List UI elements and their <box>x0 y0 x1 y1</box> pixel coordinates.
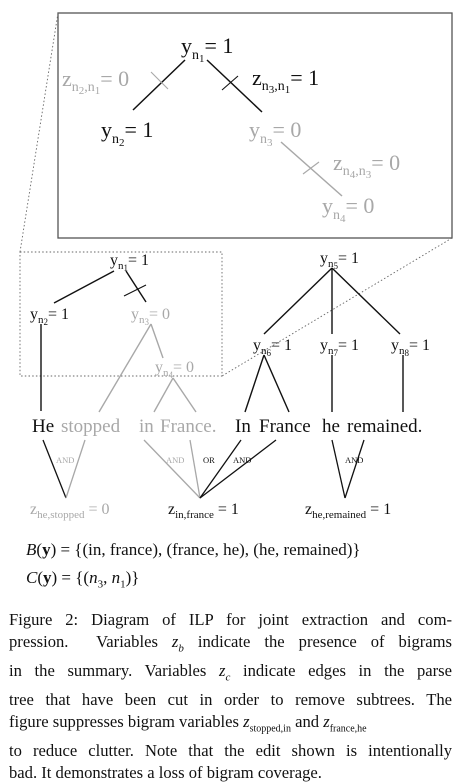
tree1-n2: yn2= 1 <box>30 306 69 327</box>
and-label-4: AND <box>345 455 363 465</box>
zoom-box <box>57 12 453 239</box>
word-remained: remained. <box>347 416 422 437</box>
tree2-root: yn5= 1 <box>320 250 359 271</box>
caption-line-5: figure suppresses bigram variables zstop… <box>9 711 367 735</box>
caption-line-4: tree that have been cut in order to remo… <box>9 690 452 710</box>
word-he: He <box>32 416 54 437</box>
caption-line-2: pression. Variables zb indicate the pres… <box>9 631 452 655</box>
and-label-1: AND <box>56 455 74 465</box>
equation-b: B(y) = {(in, france), (france, he), (he,… <box>26 540 361 559</box>
word-he-2: he <box>322 416 340 437</box>
zoom-leaf: yn4= 0 <box>322 193 374 225</box>
tree1-n4: yn4= 0 <box>155 359 194 380</box>
zoom-edges <box>132 59 343 197</box>
word-france: France. <box>160 416 216 437</box>
caption-line-7: bad. It demonstrates a loss of bigram co… <box>9 762 322 782</box>
zoom-left-child: yn2= 1 <box>101 117 153 149</box>
equation-c: C(y) = {(n3, n1)} <box>26 568 140 591</box>
ilp-diagram: yn1= 1 zn2,n1= 0 zn3,n1= 1 yn2= 1 yn3= 0… <box>19 12 453 521</box>
tree2-n7: yn7= 1 <box>320 337 359 358</box>
bigram-var-he-stopped: zhe,stopped = 0 <box>30 501 110 521</box>
zoom-lower-edge-var: zn4,n3= 0 <box>333 150 400 181</box>
caption-line-1: Figure 2: Diagram of ILP for joint extra… <box>9 610 452 629</box>
zoom-right-edge-var: zn3,n1= 1 <box>252 65 319 96</box>
tree1-edges <box>40 270 197 413</box>
zoom-right-child: yn3= 0 <box>249 117 301 149</box>
word-in: in <box>139 416 154 437</box>
word-france-2: France <box>259 416 311 437</box>
gate-labels: AND AND OR AND AND <box>56 455 363 465</box>
or-label: OR <box>203 455 215 465</box>
bigram-var-he-remained: zhe,remained = 1 <box>305 501 391 521</box>
sentence: He stopped in France. In France he remai… <box>32 416 422 437</box>
tree2-n8: yn8= 1 <box>391 337 430 358</box>
bigram-connectors <box>42 439 365 499</box>
word-in-2: In <box>235 416 251 437</box>
bigram-var-in-france: zin,france = 1 <box>168 501 239 521</box>
and-label-2: AND <box>166 455 184 465</box>
tree2-n6: yn6= 1 <box>253 337 292 358</box>
tree2-edges <box>244 267 404 413</box>
tree1-root: yn1= 1 <box>110 252 149 273</box>
figure-caption: Figure 2: Diagram of ILP for joint extra… <box>9 609 452 784</box>
word-stopped: stopped <box>61 416 121 437</box>
caption-line-6: to reduce clutter. Note that the edit sh… <box>9 740 452 760</box>
zoom-left-edge-var: zn2,n1= 0 <box>62 66 129 97</box>
caption-line-3: in the summary. Variables zc indicate ed… <box>9 660 452 684</box>
and-label-3: AND <box>233 455 251 465</box>
